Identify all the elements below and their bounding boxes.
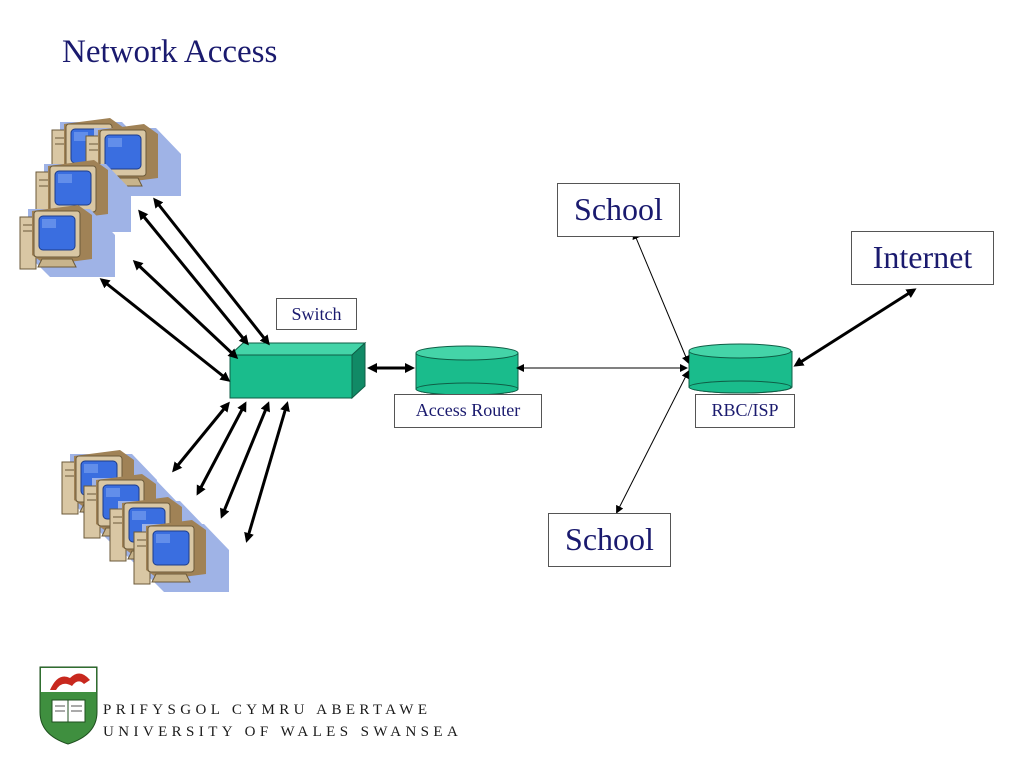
link-bottom-3 — [220, 401, 270, 519]
internet-label: Internet — [851, 231, 994, 285]
crest-icon — [39, 666, 98, 745]
computer-cluster-bottom — [61, 449, 230, 593]
computer-cluster-top — [19, 117, 182, 278]
bottom-cluster-links — [172, 401, 290, 543]
link-top-4 — [99, 278, 231, 382]
top-cluster-links — [99, 197, 270, 382]
access-router-icon — [415, 345, 519, 396]
university-name-welsh: PRIFYSGOL CYMRU ABERTAWE — [103, 702, 432, 718]
rbc-isp-label: RBC/ISP — [695, 394, 795, 428]
school-bottom-label: School — [548, 513, 671, 567]
switch-label: Switch — [276, 298, 357, 330]
link-top-1 — [153, 197, 270, 346]
school-top-label: School — [557, 183, 680, 237]
university-name: PRIFYSGOL CYMRU ABERTAWE UNIVERSITY OF W… — [103, 699, 462, 743]
link-isp-school-bottom — [616, 370, 689, 514]
university-name-english: UNIVERSITY OF WALES SWANSEA — [103, 724, 463, 740]
link-isp-school-top — [632, 231, 690, 364]
slide-title: Network Access — [62, 34, 278, 70]
link-bottom-1 — [172, 401, 230, 473]
rbc-isp-router-icon — [688, 343, 793, 394]
link-bottom-4 — [244, 401, 290, 543]
link-isp-internet — [793, 288, 917, 367]
switch-icon — [228, 341, 367, 400]
access-router-label: Access Router — [394, 394, 542, 428]
